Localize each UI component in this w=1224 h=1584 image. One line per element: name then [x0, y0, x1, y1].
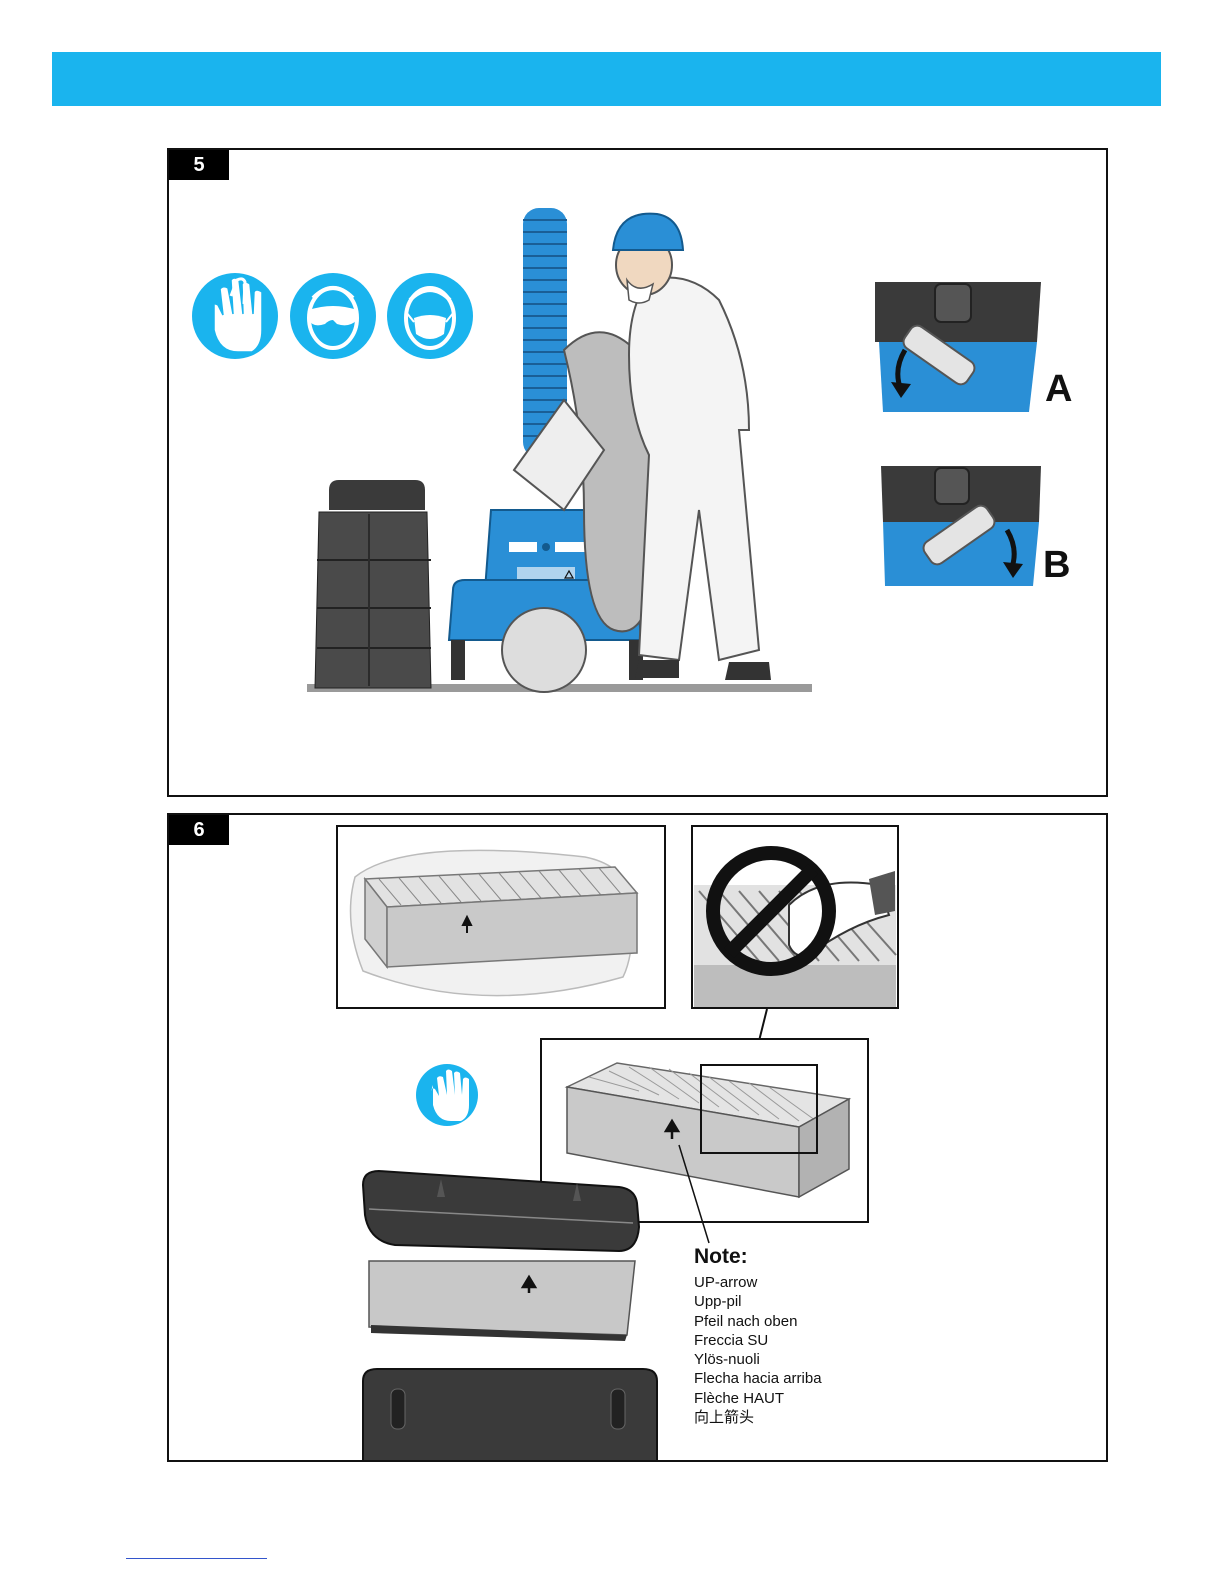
rotation-label-a: A	[1045, 368, 1072, 411]
gloves-icon	[416, 1064, 478, 1126]
note-line: Flèche HAUT	[694, 1389, 822, 1408]
footer-rule	[126, 1558, 267, 1559]
note-block: Note: UP-arrow Upp-pil Pfeil nach oben F…	[694, 1245, 822, 1427]
dust-mask-icon	[387, 273, 473, 359]
note-line: Freccia SU	[694, 1331, 822, 1350]
waste-container	[315, 480, 431, 688]
step-5-panel: 5	[167, 148, 1108, 797]
gloves-icon	[192, 273, 278, 359]
note-title: Note:	[694, 1245, 822, 1269]
note-line: UP-arrow	[694, 1273, 822, 1292]
do-not-touch-detail	[692, 826, 898, 1008]
note-line: Flecha hacia arriba	[694, 1369, 822, 1388]
note-line: Pfeil nach oben	[694, 1312, 822, 1331]
note-line: Upp-pil	[694, 1292, 822, 1311]
bagged-filter-detail	[337, 826, 665, 1008]
note-line: 向上箭头	[694, 1408, 822, 1427]
safety-goggles-icon	[290, 273, 376, 359]
step-6-illustration	[169, 815, 1106, 1460]
step-6-panel: 6	[167, 813, 1108, 1462]
header-band	[52, 52, 1161, 106]
rotation-label-b: B	[1043, 544, 1070, 587]
step-5-illustration	[169, 150, 1106, 795]
rotation-detail-b	[881, 466, 1041, 586]
note-line: Ylös-nuoli	[694, 1350, 822, 1369]
exploded-filter-housing	[363, 1171, 657, 1460]
rotation-detail-a	[875, 282, 1041, 412]
